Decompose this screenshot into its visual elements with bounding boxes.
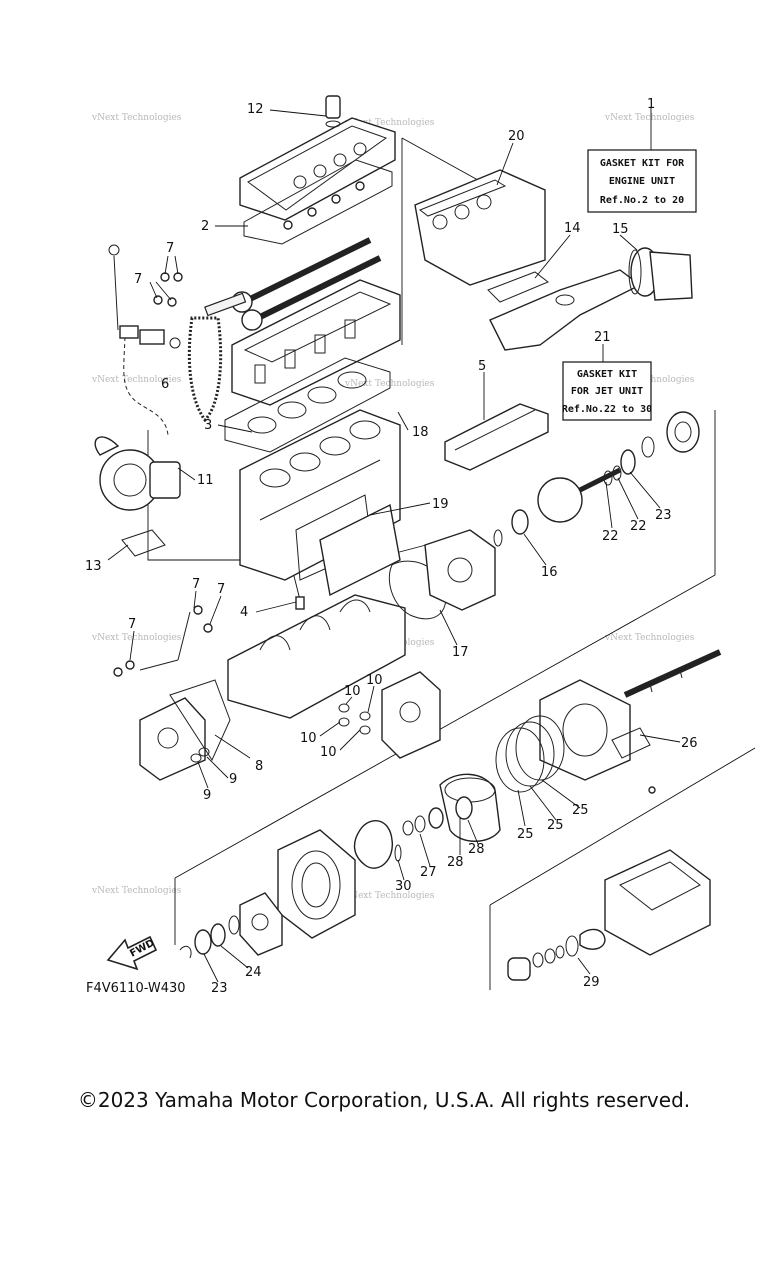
callout-2: 2 [201, 219, 209, 234]
callout-13: 13 [85, 559, 102, 574]
callout-27: 27 [420, 865, 437, 880]
head-cover-gasket [243, 159, 393, 245]
watermark: vNext Technologies [604, 633, 695, 643]
watermark: vNext Technologies [91, 113, 182, 123]
callout-14: 14 [564, 221, 581, 236]
callout-7: 7 [128, 617, 136, 632]
exhaust-pipe [489, 247, 693, 351]
callout-numbers: 12 2 7 7 6 3 11 13 18 5 20 14 15 19 4 7 … [85, 102, 698, 996]
copyright-notice: ©2023 Yamaha Motor Corporation, U.S.A. A… [77, 1088, 691, 1112]
stator-cover [388, 529, 496, 620]
callout-21: 21 [594, 330, 611, 345]
gear-case [338, 671, 441, 759]
watermark: vNext Technologies [91, 886, 182, 896]
callout-10: 10 [300, 731, 317, 746]
watermark: vNext Technologies [604, 113, 695, 123]
timing-chain [187, 292, 247, 423]
callout-18: 18 [412, 425, 429, 440]
callout-16: 16 [541, 565, 558, 580]
callout-22: 22 [630, 519, 647, 534]
callout-25: 25 [572, 803, 589, 818]
engine-kit-line-1: GASKET KIT FOR [600, 158, 685, 169]
oil-pan-cover [444, 403, 549, 471]
callout-15: 15 [612, 222, 629, 237]
callout-23: 23 [655, 508, 672, 523]
callout-25: 25 [517, 827, 534, 842]
gasket-kit-engine-box: GASKET KIT FOR ENGINE UNIT Ref.No.2 to 2… [587, 108, 697, 213]
exploded-parts-diagram: vNext Technologies vNext Technologies vN… [85, 95, 756, 996]
oil-pump [113, 605, 231, 781]
gasket-kit-jet-box: GASKET KIT FOR JET UNIT Ref.No.22 to 30 [562, 344, 652, 421]
callout-30: 30 [395, 879, 412, 894]
callout-10: 10 [344, 684, 361, 699]
callout-11: 11 [197, 473, 214, 488]
callout-8: 8 [255, 759, 263, 774]
jet-kit-line-3: Ref.No.22 to 30 [562, 404, 652, 415]
callout-9: 9 [203, 788, 211, 803]
watermark: vNext Technologies [91, 633, 182, 643]
impeller-housing [353, 773, 501, 869]
callout-29: 29 [583, 975, 600, 990]
side-cover-gasket [295, 494, 401, 597]
callout-7: 7 [192, 577, 200, 592]
engine-kit-line-2: ENGINE UNIT [609, 176, 675, 187]
callout-12: 12 [247, 102, 264, 117]
leader-lines [107, 109, 681, 983]
callout-28: 28 [468, 842, 485, 857]
callout-5: 5 [478, 359, 486, 374]
intake-manifold [414, 169, 549, 303]
callout-3: 3 [204, 418, 212, 433]
callout-17: 17 [452, 645, 469, 660]
jet-kit-line-2: FOR JET UNIT [571, 386, 643, 397]
jet-nozzle [507, 849, 711, 981]
watermark: vNext Technologies [91, 375, 182, 385]
callout-7: 7 [166, 241, 174, 256]
cylinder-head-cover [239, 95, 396, 221]
cylinder-head [231, 279, 401, 406]
callout-25: 25 [547, 818, 564, 833]
fwd-arrow: FWD [106, 935, 158, 971]
watermark: vNext Technologies [344, 379, 435, 389]
callout-7: 7 [134, 272, 142, 287]
callout-7: 7 [217, 582, 225, 597]
callout-1: 1 [647, 97, 655, 112]
dipstick-and-oil-line [108, 244, 183, 436]
cylinder-head-gasket [224, 357, 391, 453]
drive-shaft [623, 649, 722, 698]
watermark: vNext Technologies [344, 891, 435, 901]
callout-10: 10 [320, 745, 337, 760]
jet-intake-housing [539, 679, 656, 794]
watermark: vNext Technologies [344, 118, 435, 128]
callout-19: 19 [432, 497, 449, 512]
jet-rear-housing [179, 829, 356, 959]
callout-28: 28 [447, 855, 464, 870]
callout-24: 24 [245, 965, 262, 980]
crankcase [227, 594, 406, 719]
callout-6: 6 [161, 377, 169, 392]
callout-23: 23 [211, 981, 228, 996]
callout-26: 26 [681, 736, 698, 751]
callout-22: 22 [602, 529, 619, 544]
callout-20: 20 [508, 129, 525, 144]
callout-10: 10 [366, 673, 383, 688]
drawing-code: F4V6110-W430 [86, 981, 186, 996]
engine-kit-line-3: Ref.No.2 to 20 [600, 195, 684, 206]
callout-4: 4 [240, 605, 248, 620]
callout-9: 9 [229, 772, 237, 787]
turbocharger [94, 436, 181, 557]
jet-kit-line-1: GASKET KIT [577, 369, 637, 380]
output-shaft [493, 411, 700, 547]
